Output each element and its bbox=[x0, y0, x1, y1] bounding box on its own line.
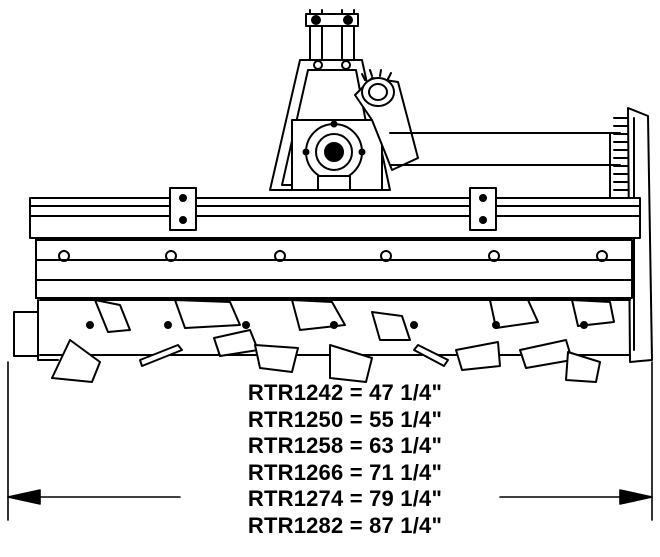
frame-brackets bbox=[169, 187, 497, 231]
width-label-list: RTR1242 = 47 1/4" RTR1250 = 55 1/4" RTR1… bbox=[0, 380, 660, 539]
tiller-hood bbox=[35, 239, 633, 299]
end-plate bbox=[13, 299, 59, 361]
width-label-rtr1250: RTR1250 = 55 1/4" bbox=[247, 406, 443, 432]
width-label-rtr1258: RTR1258 = 63 1/4" bbox=[247, 433, 443, 458]
pto-housing bbox=[354, 69, 419, 171]
gearbox bbox=[291, 119, 383, 191]
width-label-rtr1282: RTR1282 = 87 1/4" bbox=[247, 512, 443, 538]
width-label-rtr1274: RTR1274 = 79 1/4" bbox=[247, 486, 443, 511]
rotor-tines bbox=[39, 299, 631, 383]
drive-tube bbox=[389, 132, 621, 201]
width-label-rtr1242: RTR1242 = 47 1/4" bbox=[247, 380, 443, 405]
width-label-rtr1266: RTR1266 = 71 1/4" bbox=[247, 459, 443, 485]
width-dimension bbox=[7, 361, 653, 521]
